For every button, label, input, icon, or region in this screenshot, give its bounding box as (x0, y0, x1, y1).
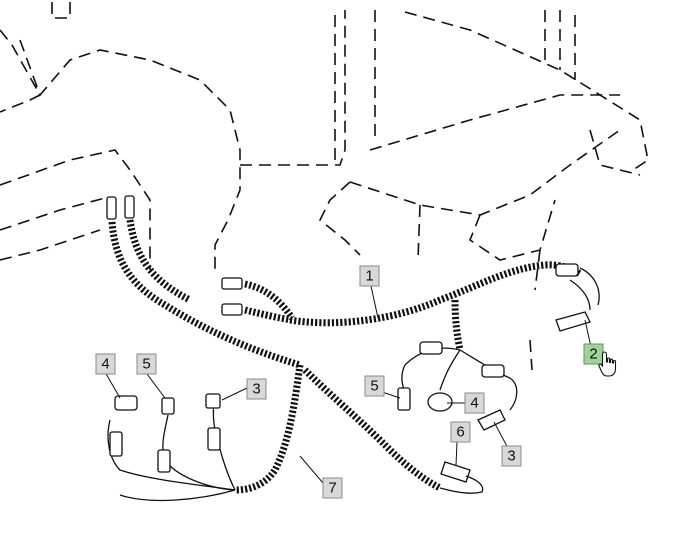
callout-1-label: 1 (365, 268, 373, 285)
callout-3-right-label: 3 (507, 448, 515, 465)
callout-7[interactable]: 7 (322, 477, 343, 499)
callout-3-left[interactable]: 3 (246, 378, 267, 400)
frame-outline (0, 2, 649, 371)
callout-4-left[interactable]: 4 (95, 353, 116, 375)
callout-7-label: 7 (328, 480, 336, 497)
callout-2-label: 2 (589, 346, 597, 363)
callout-3-left-label: 3 (252, 381, 260, 398)
callout-6[interactable]: 6 (450, 421, 471, 443)
callout-4-right[interactable]: 4 (464, 392, 485, 414)
callout-4-right-label: 4 (470, 395, 478, 412)
callout-1[interactable]: 1 (359, 265, 380, 287)
callout-2[interactable]: 2 (583, 343, 604, 365)
callout-5-left-label: 5 (142, 356, 150, 373)
callout-4-left-label: 4 (101, 356, 109, 373)
harness-looms (106, 195, 600, 502)
callout-5-right-label: 5 (370, 378, 378, 395)
hand-pointer-icon (598, 351, 617, 377)
callout-3-right[interactable]: 3 (501, 445, 522, 467)
callout-6-label: 6 (456, 424, 464, 441)
callout-5-left[interactable]: 5 (136, 353, 157, 375)
callout-5-right[interactable]: 5 (364, 375, 385, 397)
